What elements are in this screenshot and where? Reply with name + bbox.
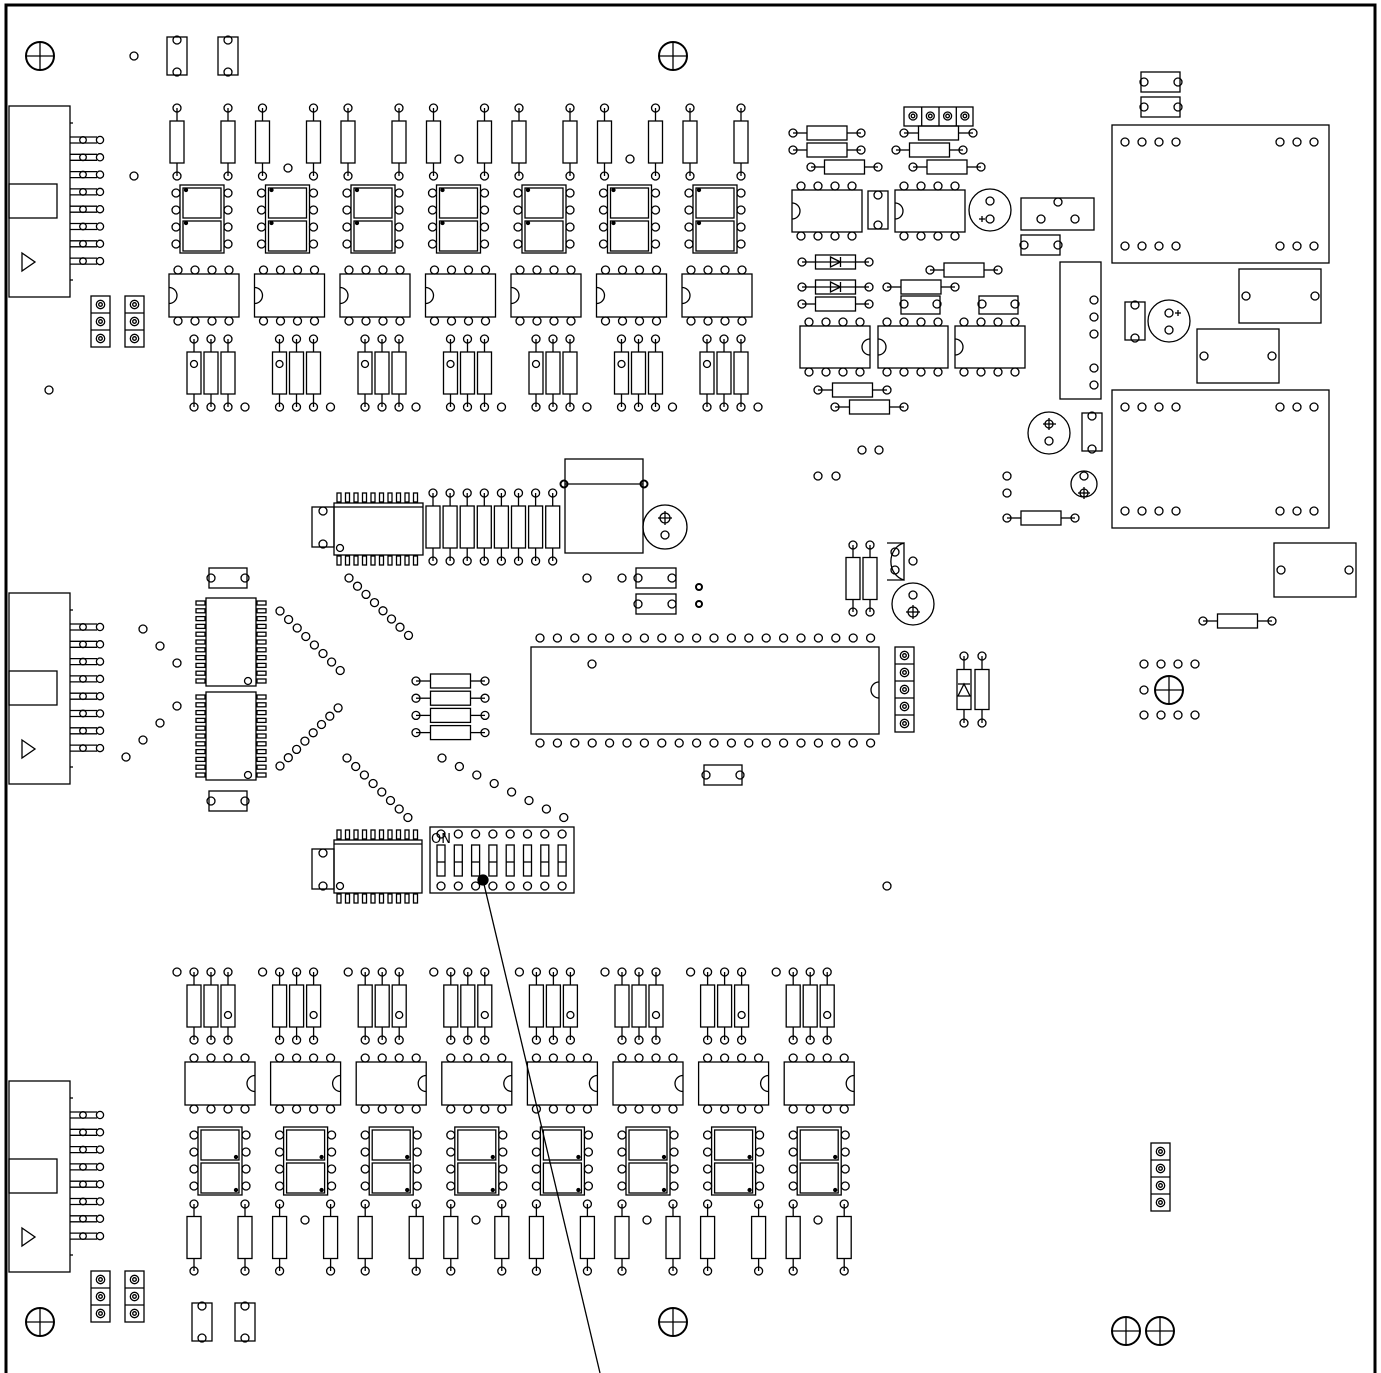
resistor-array-middle <box>411 673 490 741</box>
lower-channel-6 <box>600 967 684 1276</box>
lower-channel-1 <box>172 967 256 1276</box>
lower-channel-4 <box>429 967 513 1276</box>
upper-channel-7 <box>681 103 763 412</box>
dip-switch: ON <box>429 826 601 1373</box>
upper-channel-3 <box>339 103 421 412</box>
board-outline <box>4 3 1377 1373</box>
lower-channel-3 <box>343 967 427 1276</box>
shift-register-lower <box>311 829 423 904</box>
lower-channel-5 <box>514 967 599 1276</box>
upper-channel-6 <box>595 103 678 412</box>
ribbon-connector-middle <box>8 592 105 785</box>
ribbon-connector-bottom <box>8 1080 105 1273</box>
upper-channel-4 <box>424 103 507 412</box>
relays <box>1002 71 1357 720</box>
lower-channel-8 <box>771 967 855 1276</box>
power-section <box>788 106 1095 481</box>
top-fuse-holders <box>166 35 256 1343</box>
upper-channel-1 <box>168 103 250 412</box>
via-patterns <box>121 573 569 823</box>
shift-register-upper <box>311 458 703 615</box>
microcontroller <box>530 633 880 786</box>
misc-components <box>845 540 1171 1212</box>
mounting-holes <box>25 41 1184 1346</box>
lower-channel-7 <box>685 967 770 1276</box>
soic-chips <box>195 567 267 812</box>
dip-switch-on-label: ON <box>431 832 451 847</box>
upper-channel-2 <box>253 103 336 412</box>
lower-channel-2 <box>257 967 342 1276</box>
upper-loose-pads <box>44 51 635 395</box>
ribbon-connector-top <box>8 105 105 298</box>
pin-headers-left <box>90 295 145 1323</box>
upper-channel-5 <box>510 103 592 412</box>
lower-loose-pads <box>300 1215 823 1225</box>
